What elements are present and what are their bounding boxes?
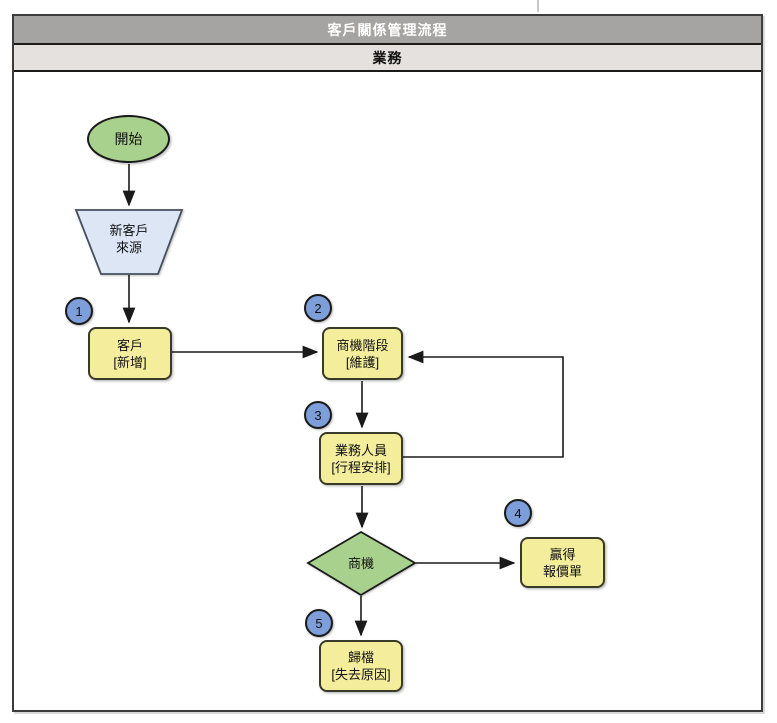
process-box-customer: 客戶 [新增] [88,327,172,380]
step-circle-3: 3 [304,401,332,429]
step-circle-2: 2 [304,294,332,322]
step-circle-4: 4 [504,499,532,527]
process-box-sales-staff: 業務人員 [行程安排] [319,432,403,485]
start-node-label: 開始 [114,131,143,147]
diagram-title: 客戶關係管理流程 [327,21,448,38]
page-break-marker [537,0,539,12]
lane-header: 業務 [14,45,761,72]
process-box-archive: 歸檔 [失去原因] [319,640,403,692]
step-circle-5: 5 [305,609,333,637]
step-circle-1: 1 [65,297,93,325]
lane-title: 業務 [372,49,403,66]
process-box-opportunity-stage: 商機階段 [維護] [322,327,403,380]
process-box-win-quotation: 贏得 報價單 [520,537,605,588]
start-node: 開始 [87,115,170,163]
diagram-title-bar: 客戶關係管理流程 [14,16,761,45]
